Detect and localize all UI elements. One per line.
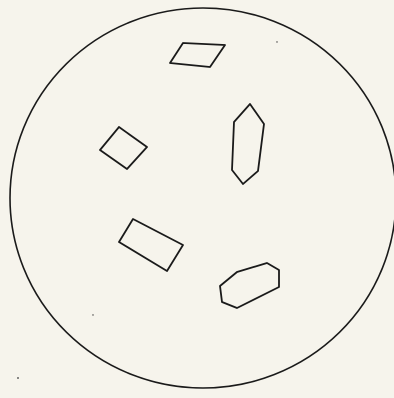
speck-mark	[17, 377, 19, 379]
speck-mark	[276, 41, 277, 42]
crystal-rhomb-top	[170, 43, 225, 67]
crystal-hexagonal-plate	[220, 263, 279, 308]
microscope-field-circle	[10, 8, 394, 388]
crystal-rhomb-left	[100, 127, 147, 169]
crystal-hexagonal-prism	[232, 104, 264, 184]
crystal-rectangular-tablet	[119, 219, 183, 271]
speck-mark	[92, 314, 93, 315]
